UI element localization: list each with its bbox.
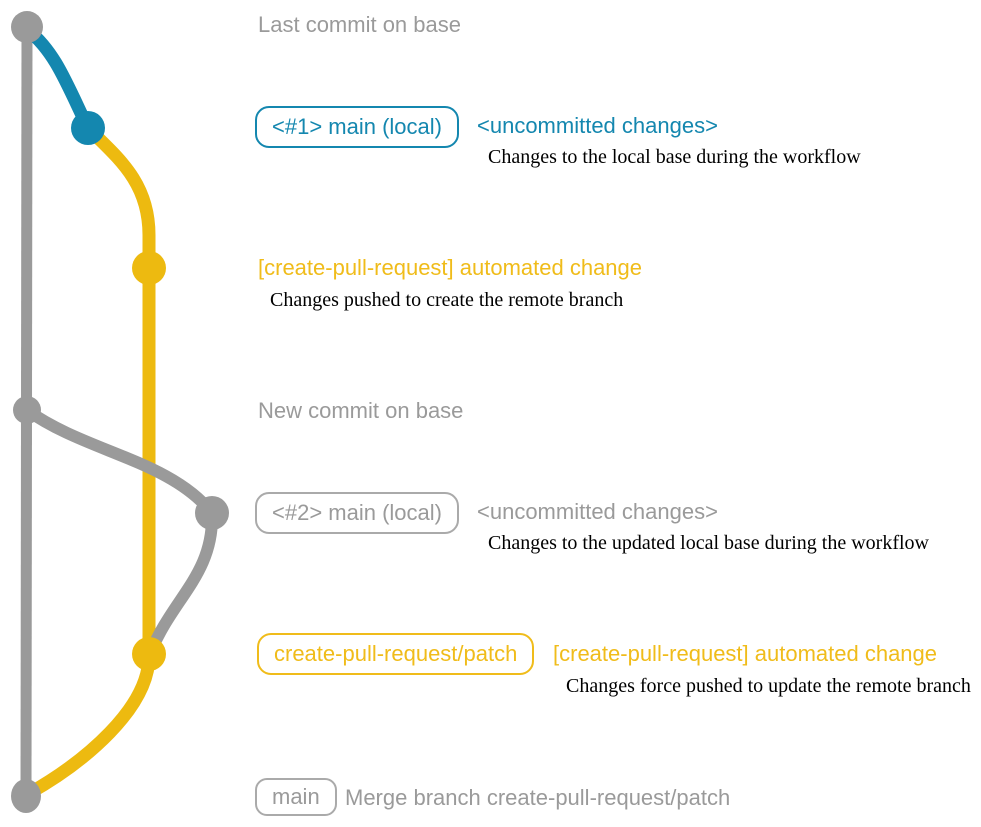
branch-line-local-1 <box>23 24 94 131</box>
commit-node-base-new <box>13 396 41 424</box>
commit-node-automated-1 <box>132 251 166 285</box>
annotation-uncommitted-changes-1: <uncommitted changes> <box>477 113 718 138</box>
branch-badge-create-pull-request-patch: create-pull-request/patch <box>257 633 535 675</box>
annotation-automated-change-1: [create-pull-request] automated change <box>258 255 643 280</box>
annotation-desc-automated-2: Changes force pushed to update the remot… <box>566 675 971 697</box>
commit-node-uncommitted-1 <box>71 111 105 145</box>
annotation-desc-uncommitted-1: Changes to the local base during the wor… <box>488 146 861 168</box>
annotation-desc-automated-1: Changes pushed to create the remote bran… <box>270 289 624 311</box>
commit-node-base-last <box>11 11 43 43</box>
commit-node-automated-2 <box>132 637 166 671</box>
branch-badge-main-local-2: <#2> main (local) <box>255 492 459 534</box>
annotation-uncommitted-changes-2: <uncommitted changes> <box>477 499 718 524</box>
branch-line-patch-merge <box>24 655 156 800</box>
branch-line-patch-1 <box>83 123 156 656</box>
annotation-desc-uncommitted-2: Changes to the updated local base during… <box>488 532 929 554</box>
annotation-automated-change-2: [create-pull-request] automated change <box>553 641 938 666</box>
branch-line-local-2-out <box>23 405 217 517</box>
branch-badge-main: main <box>255 778 337 816</box>
annotation-new-commit: New commit on base <box>258 398 464 423</box>
branch-badge-main-local-1: <#1> main (local) <box>255 106 459 148</box>
commit-node-merge <box>11 779 41 813</box>
annotation-merge-message: Merge branch create-pull-request/patch <box>345 785 731 810</box>
annotation-last-commit: Last commit on base <box>258 12 461 37</box>
commit-node-uncommitted-2 <box>195 496 229 530</box>
branch-line-local-2-in <box>144 512 219 657</box>
